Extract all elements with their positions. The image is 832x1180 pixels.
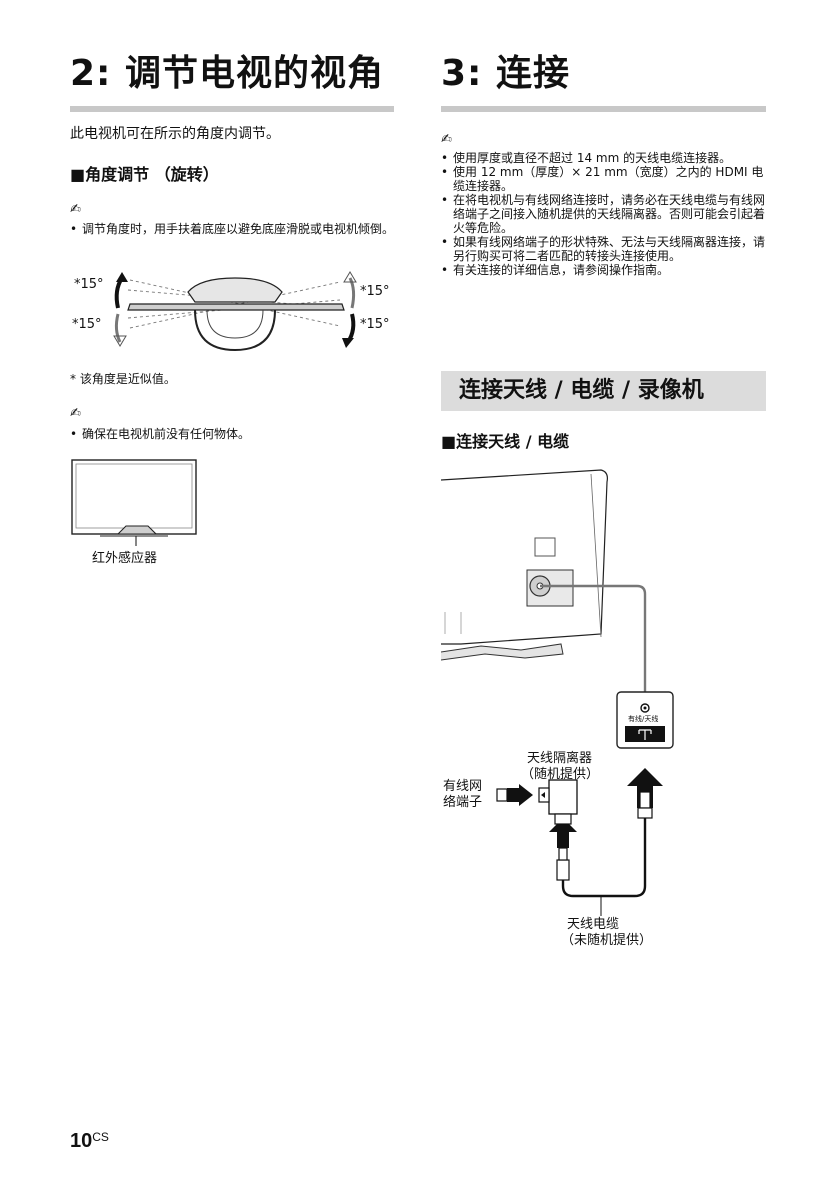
note-list-2: 确保在电视机前没有任何物体。 xyxy=(70,427,396,441)
isolator-supplied-label: （随机提供） xyxy=(521,767,600,782)
title-rule xyxy=(70,106,394,112)
section-bar-connect-antenna: 连接天线 / 电缆 / 录像机 xyxy=(441,371,766,411)
tv-front-diagram xyxy=(71,459,197,546)
note-item: 使用 12 mm（厚度）× 21 mm（宽度）之内的 HDMI 电缆连接器。 xyxy=(441,165,767,193)
antenna-cable-not-supplied-label: （未随机提供） xyxy=(561,933,653,948)
note-item: 如果有线网络端子的形状特殊、无法与天线隔离器连接，请另行购买可将二者匹配的转接头… xyxy=(441,235,767,263)
connection-note-list: 使用厚度或直径不超过 14 mm 的天线电缆连接器。 使用 12 mm（厚度）×… xyxy=(441,151,767,277)
angle-label-top-right: *15° xyxy=(360,284,390,299)
note-item: 确保在电视机前没有任何物体。 xyxy=(70,427,396,441)
angle-adjust-heading: ■角度调节 （旋转） xyxy=(70,165,219,184)
note-list-1: 调节角度时，用手扶着底座以避免底座滑脱或电视机倾倒。 xyxy=(70,222,396,236)
connect-antenna-heading: ■连接天线 / 电缆 xyxy=(441,432,570,451)
note-icon: ✍ xyxy=(441,132,452,147)
antenna-connection-diagram xyxy=(441,469,674,916)
cable-network-label-line2: 络端子 xyxy=(443,795,483,810)
page-number: 10CS xyxy=(70,1130,109,1153)
note-item: 使用厚度或直径不超过 14 mm 的天线电缆连接器。 xyxy=(441,151,767,165)
section-title-viewing-angle: 2: 调节电视的视角 xyxy=(70,53,384,94)
isolator-label: 天线隔离器 xyxy=(527,751,593,766)
antenna-cable-label: 天线电缆 xyxy=(567,917,620,932)
note-item: 有关连接的详细信息，请参阅操作指南。 xyxy=(441,263,767,277)
tv-port-label: 有线/天线 xyxy=(628,715,659,723)
cable-network-label-line1: 有线网 xyxy=(443,779,483,794)
note-icon: ✍ xyxy=(70,202,81,217)
ir-sensor-label: 红外感应器 xyxy=(92,551,158,566)
intro-text: 此电视机可在所示的角度内调节。 xyxy=(70,126,280,142)
section-title-connection: 3: 连接 xyxy=(441,53,570,94)
angle-label-top-left: *15° xyxy=(74,277,104,292)
page-number-suffix: CS xyxy=(92,1130,109,1144)
approx-angle-note: * 该角度是近似值。 xyxy=(70,372,176,386)
tv-swivel-diagram xyxy=(113,271,357,352)
title-rule xyxy=(441,106,766,112)
note-item: 在将电视机与有线网络连接时，请务必在天线电缆与有线网络端子之间接入随机提供的天线… xyxy=(441,193,767,235)
angle-label-bottom-left: *15° xyxy=(72,317,102,332)
page-number-value: 10 xyxy=(70,1130,93,1152)
note-icon: ✍ xyxy=(70,406,81,421)
angle-label-bottom-right: *15° xyxy=(360,317,390,332)
note-item: 调节角度时，用手扶着底座以避免底座滑脱或电视机倾倒。 xyxy=(70,222,396,236)
